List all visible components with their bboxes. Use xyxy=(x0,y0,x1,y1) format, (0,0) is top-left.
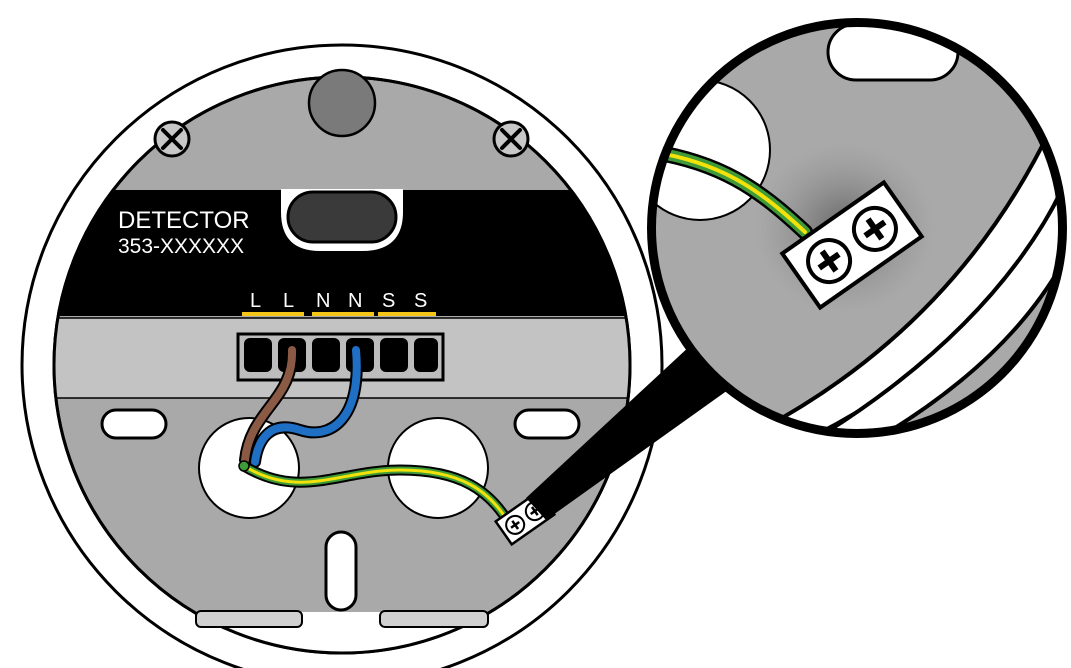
screw-icon xyxy=(492,120,530,158)
terminal-label-3: N xyxy=(316,290,330,312)
terminal-labels: L L N N S S xyxy=(242,290,436,316)
label-underline-l xyxy=(242,312,304,316)
terminal-label-4: N xyxy=(348,290,362,312)
live-wire xyxy=(239,344,299,466)
vent-right xyxy=(379,610,489,628)
vent-left xyxy=(195,610,303,628)
terminal-label-6: S xyxy=(414,290,427,312)
terminal-label-1: L xyxy=(250,290,261,312)
center-slot xyxy=(286,190,398,244)
zoom-mounting-slot xyxy=(826,24,960,82)
screw-icon xyxy=(153,120,191,158)
magnifier-callout-icon xyxy=(526,332,735,520)
detector-base: DETECTOR 353-XXXXXX L L N N S S xyxy=(20,43,664,668)
zoom-earth-terminal-icon xyxy=(779,179,925,311)
mounting-slot-left xyxy=(100,408,168,440)
earth-wire xyxy=(238,460,516,531)
neutral-wire xyxy=(249,344,363,468)
label-underline-s xyxy=(378,312,436,316)
mounting-slot-bottom xyxy=(324,530,358,612)
top-hole xyxy=(307,68,377,138)
terminal-label-5: S xyxy=(382,290,395,312)
detector-model: 353-XXXXXX xyxy=(118,235,244,258)
mounting-slot-right xyxy=(513,408,581,440)
label-underline-n xyxy=(312,312,374,316)
zoom-detail xyxy=(647,18,1067,438)
terminal-block-icon xyxy=(236,332,445,382)
detector-title: DETECTOR xyxy=(118,207,250,234)
terminal-label-2: L xyxy=(283,290,294,312)
